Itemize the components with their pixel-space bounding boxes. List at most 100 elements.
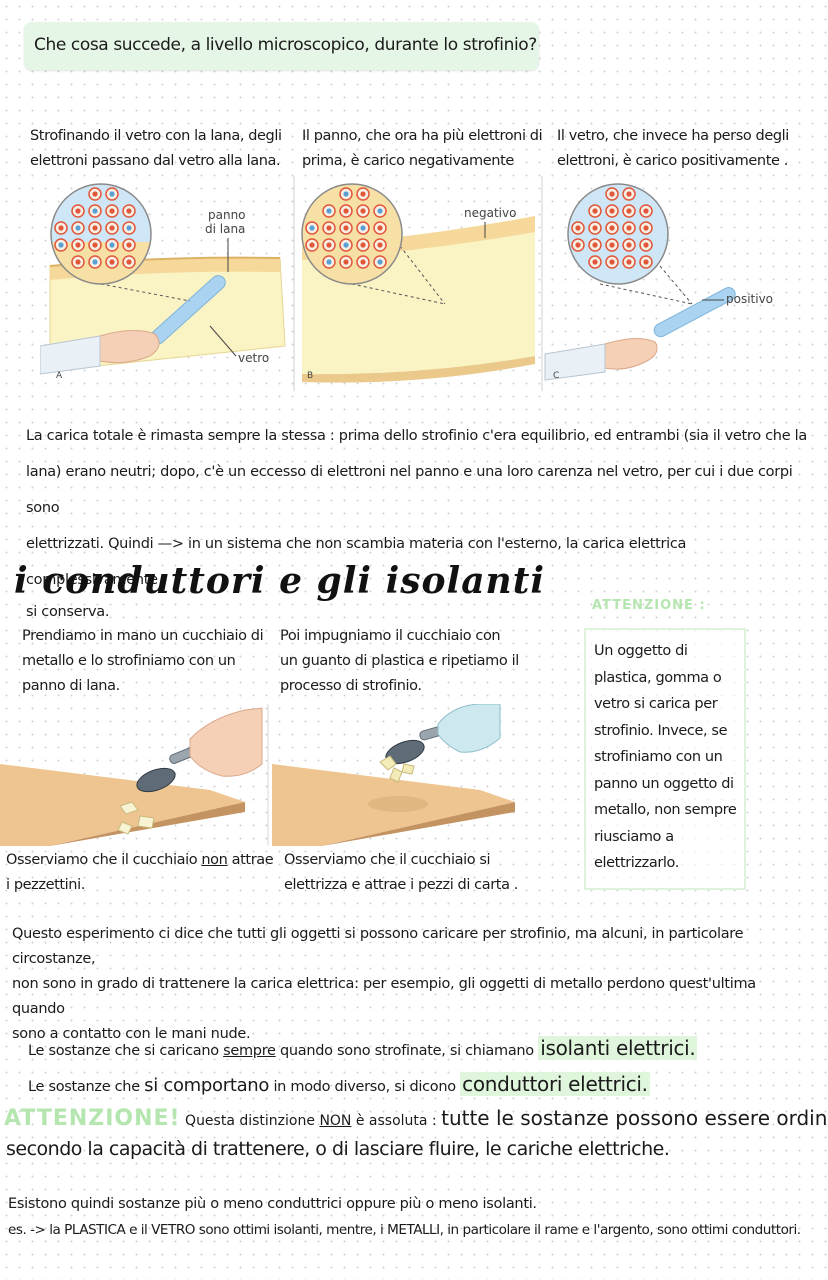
definition-text: Le sostanze che si caricano (28, 1043, 224, 1059)
atom-core (643, 259, 649, 265)
atom-core (92, 242, 98, 248)
atom-core (626, 191, 632, 197)
observation-line: elettrizza e attrae i pezzi di carta . (284, 877, 518, 893)
spoon-experiment-figure (0, 704, 515, 846)
caption-line: Poi impugniamo il cucchiaio con (280, 628, 501, 644)
attention-emphasis: tutte le sostanze possono essere ordinat… (441, 1106, 828, 1130)
atom-core (75, 225, 81, 231)
atom-core (58, 225, 64, 231)
atom-core (643, 208, 649, 214)
section-heading: i conduttori e gli isolanti (14, 560, 546, 602)
atom-core (626, 242, 632, 248)
atom-core (626, 225, 632, 231)
atom-core (75, 242, 81, 248)
atom-core (360, 208, 366, 214)
atom-core (126, 208, 132, 214)
label-positivo: positivo (726, 292, 773, 306)
caption-line: metallo e lo strofiniamo con un (22, 653, 236, 669)
atom-dots-b (305, 187, 387, 269)
panel-letter-a: A (56, 371, 63, 381)
atom-core (360, 191, 366, 197)
atom-core (126, 242, 132, 248)
attention-line: ATTENZIONE! Questa distinzione NON è ass… (4, 1106, 828, 1131)
atom-core (343, 242, 349, 248)
atom-core (58, 242, 64, 248)
observation-line: i pezzettini. (6, 877, 85, 893)
caption-line: Prendiamo in mano un cucchiaio di (22, 628, 264, 644)
attention-note-box: Un oggetto di plastica, gomma o vetro si… (584, 628, 746, 890)
caption-a: Strofinando il vetro con la lana, degli … (30, 124, 290, 174)
attention-text: Questa distinzione (180, 1113, 320, 1129)
note-line: strofiniamo con un (594, 749, 723, 765)
note-line: plastica, gomma o (594, 669, 722, 686)
atom-core (75, 259, 81, 265)
atom-core (609, 225, 615, 231)
atom-core (377, 225, 383, 231)
paragraph-line: elettrizzati. Quindi —> in un sistema ch… (26, 536, 687, 588)
atom-core (592, 259, 598, 265)
panel-b: negativo B (301, 183, 535, 383)
paragraph-line: non sono in grado di trattenere la caric… (12, 976, 756, 1017)
atom-core (343, 191, 349, 197)
caption-line: processo di strofinio. (280, 678, 422, 694)
obs-text: Osserviamo che il cucchiaio (6, 852, 202, 868)
atom-core (326, 225, 332, 231)
atom-core (609, 191, 615, 197)
atom-core (326, 259, 332, 265)
label-panno: panno (208, 208, 246, 222)
caption-line: panno di lana. (22, 678, 120, 694)
definition-text: quando sono strofinate, si chiamano (275, 1043, 539, 1059)
observation-line: Osserviamo che il cucchiaio si (284, 852, 491, 868)
definition-sempre: sempre (223, 1043, 276, 1059)
atom-core (92, 259, 98, 265)
atom-core (109, 208, 115, 214)
atom-dots-c (571, 187, 653, 269)
label-vetro: vetro (238, 351, 269, 365)
conclusion-line2: es. -> la PLASTICA e il VETRO sono ottim… (8, 1222, 801, 1238)
atom-core (609, 208, 615, 214)
caption-c-line: elettroni, è carico positivamente . (557, 153, 788, 169)
definition-emphasis: si comportano (144, 1075, 270, 1096)
atom-core (609, 259, 615, 265)
note-line: riusciamo a (594, 828, 674, 845)
atom-dots-a (54, 187, 136, 269)
atom-core (126, 225, 132, 231)
atom-core (126, 259, 132, 265)
paragraph-line: La carica totale è rimasta sempre la ste… (26, 428, 807, 444)
experiment-right-caption: Poi impugniamo il cucchiaio con un guant… (280, 624, 540, 699)
caption-line: un guanto di plastica e ripetiamo il (280, 653, 519, 669)
atom-core (309, 242, 315, 248)
atom-core (92, 208, 98, 214)
attention-text: è assoluta : (351, 1113, 442, 1129)
page-question: Che cosa succede, a livello microscopico… (34, 35, 537, 55)
atom-core (360, 242, 366, 248)
atom-core (609, 242, 615, 248)
label-negativo: negativo (464, 206, 516, 220)
paragraph-line: lana) erano neutri; dopo, c'è un eccesso… (26, 464, 793, 516)
electrification-figure: panno di lana vetro A negativo B (40, 176, 773, 391)
atom-core (360, 225, 366, 231)
definition-text: in modo diverso, si dicono (269, 1079, 461, 1095)
experiment-right-image (272, 704, 515, 846)
caption-c-line: Il vetro, che invece ha perso degli (557, 128, 789, 144)
atom-core (343, 259, 349, 265)
note-line: elettrizzarlo. (594, 855, 679, 871)
paragraph-experiment-conclusion: Questo esperimento ci dice che tutti gli… (12, 922, 812, 1047)
note-line: panno un oggetto di (594, 775, 734, 792)
experiment-left-image (0, 707, 263, 846)
experiment-left-caption: Prendiamo in mano un cucchiaio di metall… (22, 624, 272, 699)
atom-core (643, 225, 649, 231)
atom-core (109, 191, 115, 197)
paragraph-conservation: La carica totale è rimasta sempre la ste… (26, 418, 816, 626)
caption-a-line: elettroni passano dal vetro alla lana. (30, 153, 281, 169)
panel-a: panno di lana vetro A (40, 183, 286, 381)
note-text: Un oggetto di plastica, gomma o vetro si… (594, 638, 737, 877)
note-line: metallo, non sempre (594, 802, 737, 818)
obs-text: attrae (227, 852, 274, 868)
panel-letter-b: B (307, 371, 313, 381)
experiment-right-observation: Osserviamo che il cucchiaio si elettrizz… (284, 848, 544, 898)
atom-core (626, 208, 632, 214)
note-line: Un oggetto di (594, 643, 688, 659)
caption-a-line: Strofinando il vetro con la lana, degli (30, 128, 282, 144)
panel-c: positivo C (544, 183, 773, 381)
